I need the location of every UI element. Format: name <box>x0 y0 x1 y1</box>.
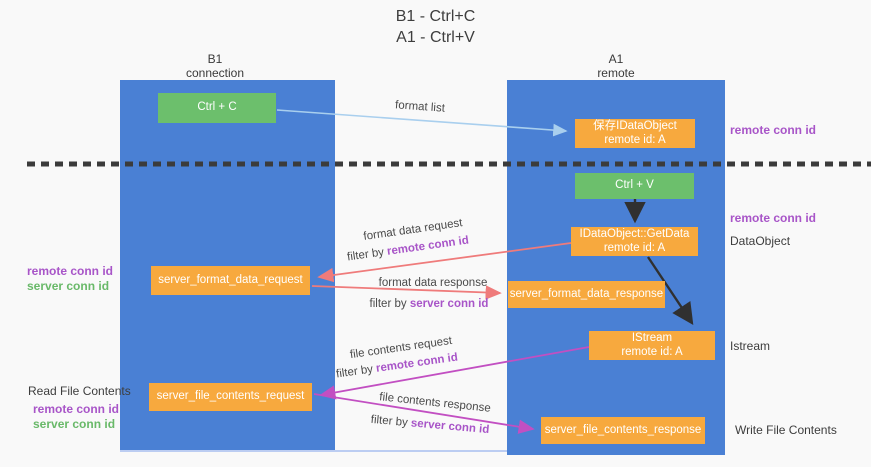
right-column-header: A1 remote <box>507 52 725 80</box>
right-column-subtitle: remote <box>597 66 635 80</box>
server-file-contents-request-node: server_file_contents_request <box>149 383 312 411</box>
server-conn-id-text: server conn id <box>27 279 110 293</box>
read-file-contents-side-label: Read File Contents <box>28 384 131 398</box>
filter-by-text: filter by <box>369 298 410 310</box>
server-file-contents-response-label: server_file_contents_response <box>544 423 702 436</box>
left-conn-id-labels-1: remote conn id server conn id <box>27 264 113 294</box>
dataobject-side-label: DataObject <box>730 234 790 248</box>
filter-by-text: filter by <box>335 362 377 381</box>
format-data-response-text: format data response <box>378 277 488 289</box>
getdata-line2: remote id: A <box>603 241 666 254</box>
remote-conn-id-text: remote conn id <box>730 211 817 225</box>
dataobject-text: DataObject <box>730 234 791 248</box>
format-list-annotation: format list <box>395 99 446 114</box>
left-column-subtitle: connection <box>185 66 245 80</box>
getdata-line1: IDataObject::GetData <box>579 228 690 240</box>
column-bottom-edge <box>120 450 725 452</box>
idataobject-getdata-node: IDataObject::GetData remote id: A <box>571 227 698 256</box>
right-column-name: A1 <box>608 52 624 66</box>
ctrl-c-label: Ctrl + C <box>197 101 237 114</box>
title-line-2: A1 - Ctrl+V <box>396 29 475 46</box>
filter-by-server-conn-id-annotation-2: filter by server conn id <box>370 414 489 436</box>
server-conn-id-text: server conn id <box>409 298 489 310</box>
ctrl-c-node: Ctrl + C <box>158 93 276 123</box>
left-column-name: B1 <box>207 52 223 66</box>
filter-by-text: filter by <box>346 245 388 264</box>
save-idataobject-line1: 保存IDataObject <box>593 120 677 132</box>
remote-conn-id-text: remote conn id <box>27 264 114 278</box>
diagram-title: B1 - Ctrl+C A1 - Ctrl+V <box>0 6 871 48</box>
remote-conn-id-text: remote conn id <box>730 123 817 137</box>
format-list-text: format list <box>394 99 446 115</box>
istream-text: Istream <box>730 339 771 353</box>
format-data-response-annotation: format data response <box>379 277 488 289</box>
left-conn-id-labels-2: remote conn id server conn id <box>33 402 119 432</box>
left-column-header: B1 connection <box>120 52 310 80</box>
istream-side-label: Istream <box>730 339 770 353</box>
server-file-contents-response-node: server_file_contents_response <box>541 417 705 444</box>
istream-node: IStream remote id: A <box>589 331 715 360</box>
title-line-1: B1 - Ctrl+C <box>395 8 476 25</box>
istream-line2: remote id: A <box>621 345 683 358</box>
server-file-contents-request-label: server_file_contents_request <box>156 390 305 403</box>
filter-by-server-conn-id-annotation-1: filter by server conn id <box>370 298 489 310</box>
save-idataobject-line2: remote id: A <box>604 133 666 146</box>
file-contents-response-text: file contents response <box>378 391 492 415</box>
server-format-data-request-label: server_format_data_request <box>158 273 303 286</box>
server-format-data-response-label: server_format_data_response <box>509 287 664 300</box>
server-format-data-request-node: server_format_data_request <box>151 266 310 295</box>
remote-conn-id-side-label-2: remote conn id <box>730 211 816 225</box>
file-contents-response-annotation: file contents response <box>379 391 492 415</box>
filter-by-text: filter by <box>370 413 412 430</box>
ctrl-v-node: Ctrl + V <box>575 173 694 199</box>
server-format-data-response-node: server_format_data_response <box>508 281 665 308</box>
istream-line1: IStream <box>631 332 673 344</box>
remote-conn-id-text: remote conn id <box>33 402 120 416</box>
write-file-contents-text: Write File Contents <box>735 423 837 437</box>
server-conn-id-text: server conn id <box>33 417 116 431</box>
save-idataobject-node: 保存IDataObject remote id: A <box>575 119 695 148</box>
ctrl-v-label: Ctrl + V <box>615 179 654 192</box>
write-file-contents-side-label: Write File Contents <box>735 423 837 437</box>
read-file-contents-text: Read File Contents <box>28 384 131 398</box>
remote-conn-id-side-label-top: remote conn id <box>730 123 816 137</box>
server-conn-id-text: server conn id <box>410 417 490 437</box>
